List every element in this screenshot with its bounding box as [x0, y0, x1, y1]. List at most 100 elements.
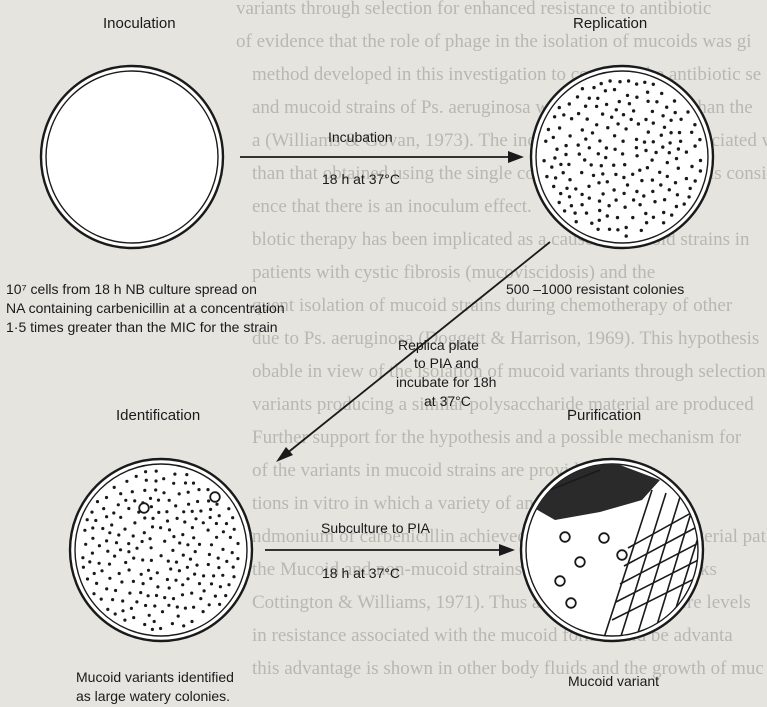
colony-dot: [562, 113, 565, 116]
colony-dot: [644, 149, 647, 152]
colony-dot: [580, 171, 583, 174]
colony-dot: [91, 552, 94, 555]
colony-dot: [142, 582, 145, 585]
colony-dot: [202, 574, 205, 577]
colony-dot: [614, 198, 617, 201]
colony-dot: [583, 158, 586, 161]
colony-dot: [554, 176, 557, 179]
colony-dot: [663, 198, 666, 201]
colony-dot: [196, 500, 199, 503]
colony-dot: [161, 610, 164, 613]
colony-dot: [666, 161, 669, 164]
colony-dot: [586, 117, 589, 120]
colony-dot: [685, 177, 688, 180]
colony-dot: [584, 137, 587, 140]
colony-dot: [144, 604, 147, 607]
colony-dot: [156, 571, 159, 574]
colony-dot: [183, 520, 186, 523]
colony-dot: [588, 97, 591, 100]
colony-dot: [592, 86, 595, 89]
colony-dot: [612, 164, 615, 167]
colony-dot: [640, 229, 643, 232]
colony-dot: [644, 118, 647, 121]
colony-dot: [178, 541, 181, 544]
colony-dot: [597, 152, 600, 155]
colony-dot: [154, 488, 157, 491]
colony-dot: [698, 138, 701, 141]
colony-dot: [645, 221, 648, 224]
colony-dot: [155, 470, 158, 473]
colony-dot: [209, 508, 212, 511]
colony-dot: [643, 81, 646, 84]
colony-dot: [677, 147, 680, 150]
colony-dot: [91, 526, 94, 529]
colony-dot: [616, 216, 619, 219]
replica-step-line-4: at 37°C: [424, 393, 471, 409]
colony-dot: [674, 111, 677, 114]
colony-dot: [559, 192, 562, 195]
colony-dot: [114, 612, 117, 615]
colony-dot: [555, 148, 558, 151]
colony-dot: [558, 201, 561, 204]
replication-plate: [531, 66, 713, 248]
colony-dot: [143, 489, 146, 492]
colony-dot: [105, 587, 108, 590]
colony-dot: [668, 141, 671, 144]
colony-dot: [119, 516, 122, 519]
colony-dot: [120, 580, 123, 583]
colony-dot: [595, 123, 598, 126]
colony-dot: [156, 585, 159, 588]
colony-dot: [652, 83, 655, 86]
colony-dot: [591, 131, 594, 134]
colony-dot: [622, 176, 625, 179]
colony-dot: [144, 470, 147, 473]
colony-dot: [625, 226, 628, 229]
colony-dot: [157, 499, 160, 502]
colony-dot: [168, 528, 171, 531]
colony-dot: [108, 531, 111, 534]
colony-dot: [614, 173, 617, 176]
colony-dot: [133, 521, 136, 524]
background-text-line: variants producing a similar polysacchar…: [252, 394, 754, 415]
colony-dot: [202, 610, 205, 613]
colony-dot: [209, 516, 212, 519]
replication-title: Replication: [573, 15, 647, 32]
colony-dot: [210, 582, 213, 585]
colony-dot: [627, 79, 630, 82]
colony-dot: [176, 517, 179, 520]
colony-dot: [542, 159, 545, 162]
colony-dot: [576, 95, 579, 98]
replica-step-line-1: Replica plate: [398, 337, 479, 353]
colony-dot: [699, 169, 702, 172]
colony-dot: [562, 171, 565, 174]
colony-dot: [666, 175, 669, 178]
colony-dot: [194, 517, 197, 520]
colony-dot: [596, 97, 599, 100]
colony-dot: [662, 221, 665, 224]
colony-dot: [207, 563, 210, 566]
colony-dot: [654, 151, 657, 154]
colony-dot: [632, 198, 635, 201]
colony-dot: [119, 492, 122, 495]
colony-dot: [568, 178, 571, 181]
colony-dot: [646, 100, 649, 103]
colony-dot: [187, 491, 190, 494]
colony-dot: [231, 551, 234, 554]
colony-dot: [564, 153, 567, 156]
colony-dot: [653, 200, 656, 203]
colony-dot: [584, 105, 587, 108]
colony-dot: [113, 486, 116, 489]
colony-dot: [124, 561, 127, 564]
colony-dot: [176, 605, 179, 608]
colony-dot: [127, 507, 130, 510]
colony-dot: [605, 103, 608, 106]
colony-dot: [575, 220, 578, 223]
colony-dot: [608, 228, 611, 231]
colony-dot: [198, 582, 201, 585]
colony-dot: [621, 152, 624, 155]
colony-dot: [606, 180, 609, 183]
colony-dot: [676, 193, 679, 196]
colony-dot: [215, 522, 218, 525]
colony-dot: [181, 533, 184, 536]
colony-dot: [679, 140, 682, 143]
